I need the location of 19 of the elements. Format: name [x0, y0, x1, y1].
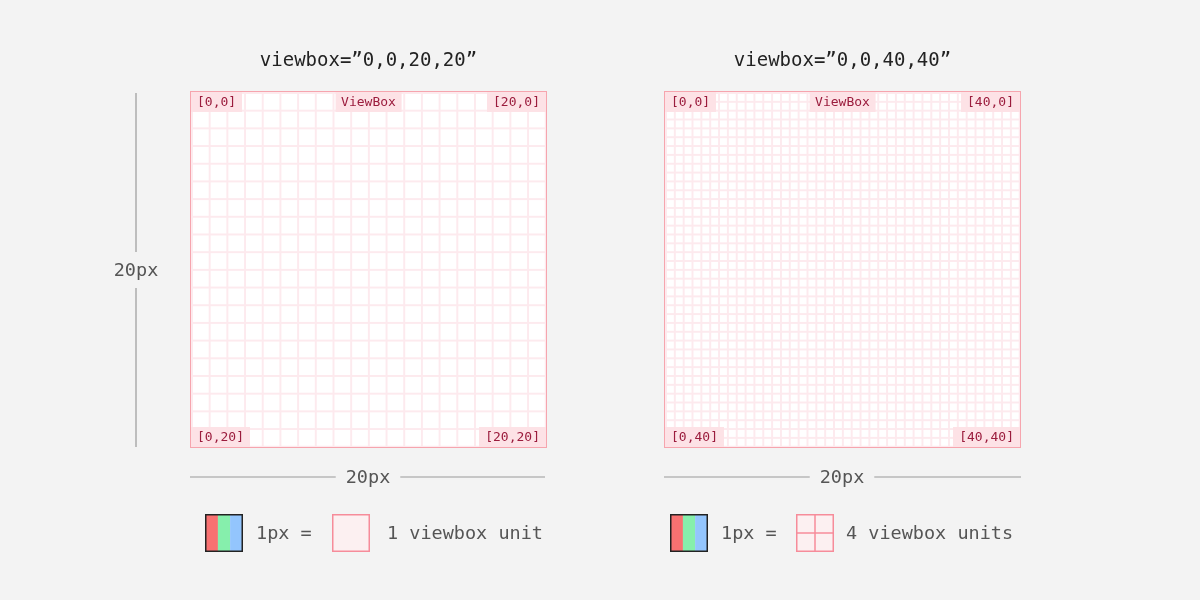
dimension-label: 20px	[113, 258, 159, 282]
grid-heading: viewbox=”0,0,40,40”	[733, 47, 952, 71]
grid-heading: viewbox=”0,0,20,20”	[259, 47, 478, 71]
coordinate-label: [0,0]	[191, 92, 243, 112]
coordinate-label: [0,20]	[191, 427, 250, 447]
coordinate-label: [40,0]	[961, 92, 1020, 112]
unit-text: 4 viewbox units	[846, 521, 1014, 545]
coordinate-label: [0,0]	[665, 92, 717, 112]
unit-text: 1 viewbox unit	[387, 521, 543, 545]
dimension-label: 20px	[819, 465, 865, 489]
dimension-label: 20px	[345, 465, 391, 489]
coordinate-label: [40,40]	[953, 427, 1020, 447]
coordinate-label: [20,20]	[479, 427, 546, 447]
coordinate-label: [0,40]	[665, 427, 724, 447]
coordinate-label: [20,0]	[487, 92, 546, 112]
viewbox-label: ViewBox	[809, 92, 876, 112]
viewbox-label: ViewBox	[335, 92, 402, 112]
equation-text: 1px =	[721, 521, 777, 545]
equation-text: 1px =	[256, 521, 312, 545]
